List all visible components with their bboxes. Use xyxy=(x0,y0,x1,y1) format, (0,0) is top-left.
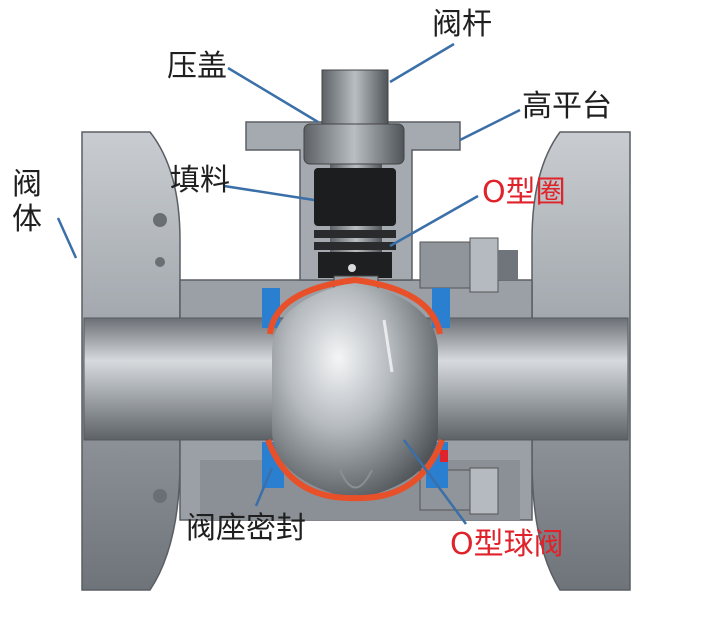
o-ring-seal xyxy=(265,276,445,502)
packing xyxy=(314,168,396,250)
label-valve-body-line2: 体 xyxy=(12,201,42,237)
label-o-ball-valve: O型球阀 xyxy=(450,527,564,562)
label-stem: 阀杆 xyxy=(432,7,492,42)
label-high-platform: 高平台 xyxy=(522,89,612,124)
label-valve-body-line1: 阀 xyxy=(12,167,42,202)
gland xyxy=(303,123,405,165)
label-o-ring: O型圈 xyxy=(482,175,566,210)
label-packing: 填料 xyxy=(170,163,230,198)
label-seat-seal: 阀座密封 xyxy=(186,511,306,546)
label-valve-body: 阀 体 xyxy=(10,167,44,237)
label-gland: 压盖 xyxy=(167,49,227,84)
leader-lines xyxy=(56,42,521,525)
ball xyxy=(272,282,438,500)
body-bolt xyxy=(419,237,518,515)
